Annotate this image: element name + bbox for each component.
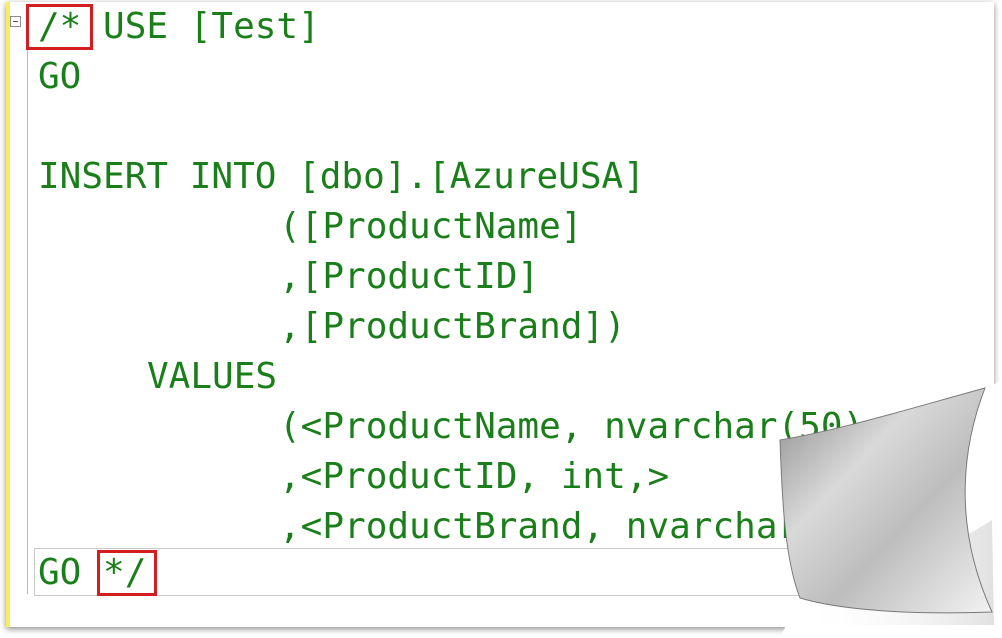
code-line: ,<ProductID, int,> (279, 456, 670, 497)
outline-gutter-line (27, 34, 28, 594)
comment-close-highlight (97, 550, 157, 596)
collapse-toggle-icon[interactable] (10, 16, 21, 27)
code-line: ,[ProductID] (279, 256, 540, 297)
code-line: INSERT INTO [dbo].[AzureUSA] (38, 156, 645, 197)
code-line: /* USE [Test] (38, 6, 320, 47)
current-line-highlight (34, 548, 994, 596)
code-line: ,[ProductBrand]) (279, 306, 626, 347)
change-indicator-bar (6, 2, 10, 627)
comment-open-highlight (26, 4, 93, 50)
code-line: VALUES (147, 356, 278, 397)
editor-page: /* USE [Test] GO INSERT INTO [dbo].[Azur… (6, 2, 994, 627)
code-line: GO */ (38, 552, 147, 593)
code-line: (<ProductName, nvarchar(50),> (279, 406, 908, 447)
code-line: ([ProductName] (279, 206, 583, 247)
code-line: GO (38, 56, 82, 97)
code-line: ,<ProductBrand, nvarchar(50),>) (279, 506, 951, 547)
